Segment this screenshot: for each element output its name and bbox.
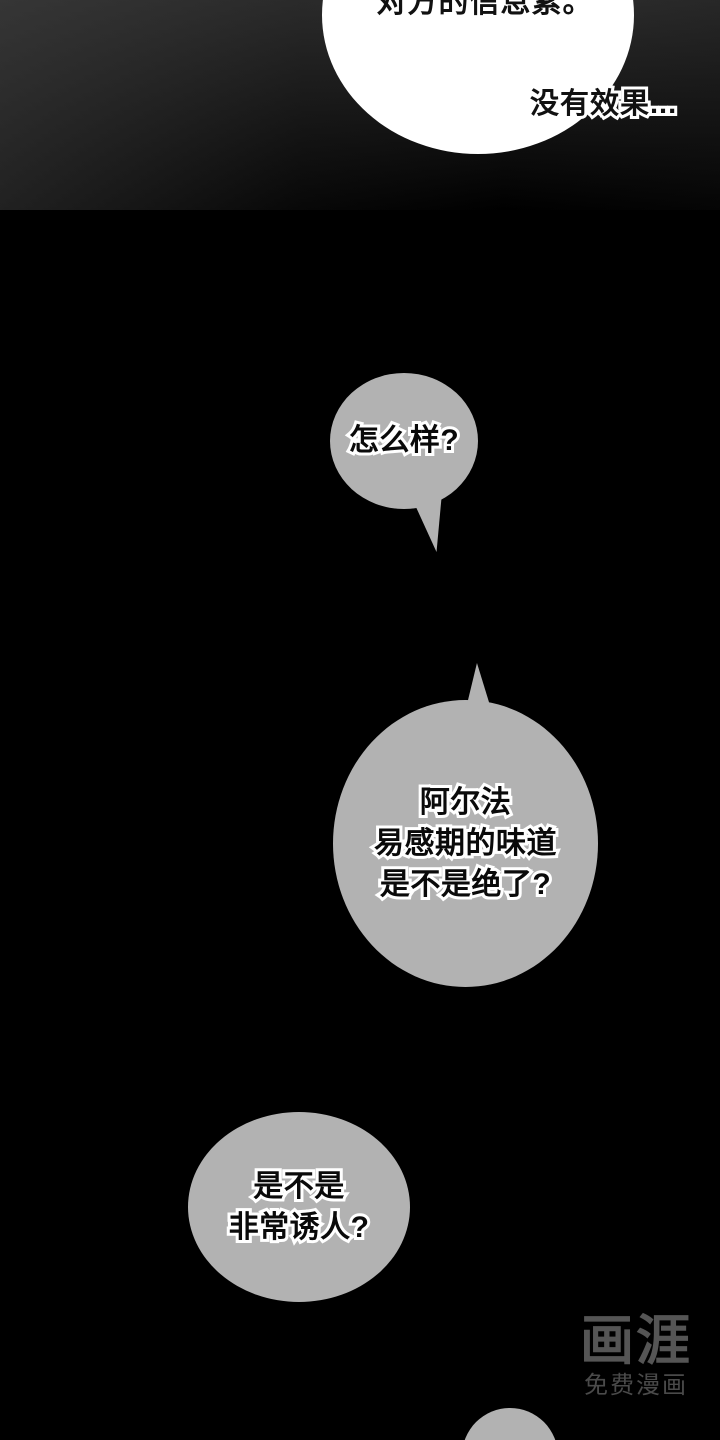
watermark-tagline: 免费漫画: [584, 1372, 688, 1399]
speech-bubble-1-text: 怎么样?: [346, 421, 462, 460]
narration-bubble-text: 对方的信息素。: [376, 0, 594, 19]
watermark-brand: 画涯: [580, 1311, 692, 1371]
speech-bubble-2: 阿尔法 易感期的味道 是不是绝了?: [333, 700, 598, 987]
overlay-line-text: 没有效果...: [527, 85, 679, 123]
watermark: 画涯 免费漫画: [566, 1312, 706, 1400]
speech-bubble-1: 怎么样?: [330, 373, 478, 509]
speech-bubble-3-text: 是不是 非常诱人?: [226, 1167, 372, 1247]
speech-bubble-2-text: 阿尔法 易感期的味道 是不是绝了?: [371, 783, 560, 904]
speech-bubble-4-partial: [462, 1408, 558, 1440]
speech-bubble-3: 是不是 非常诱人?: [188, 1112, 410, 1302]
